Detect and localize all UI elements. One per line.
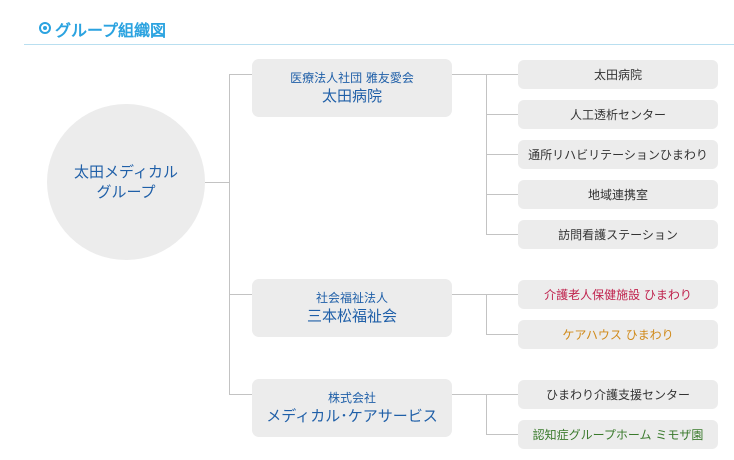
org-node-sanbonmatsu[interactable]: 社会福祉法人 三本松福祉会 (252, 279, 452, 337)
connector-org2-h (229, 294, 252, 295)
connector-org3-out (452, 394, 486, 395)
connector-f8 (486, 394, 518, 395)
group-root-node: 太田メディカル グループ (47, 104, 205, 260)
facility-item[interactable]: ケアハウス ひまわり (518, 320, 718, 349)
facility-item[interactable]: 訪問看護ステーション (518, 220, 718, 249)
connector-f3 (486, 154, 518, 155)
page-title: グループ組織図 (55, 21, 167, 40)
facility-item[interactable]: ひまわり介護支援センター (518, 380, 718, 409)
connector-f4 (486, 194, 518, 195)
org-type-label: 株式会社 (327, 390, 376, 405)
org-name: 太田病院 (321, 86, 382, 105)
org-node-ota-hospital[interactable]: 医療法人社団 雅友愛会 太田病院 (252, 59, 452, 117)
section-heading: グループ組織図 (24, 12, 734, 45)
facility-item[interactable]: 人工透析センター (518, 100, 718, 129)
group-name-line1: 太田メディカル (74, 163, 178, 181)
org-node-medical-care-service[interactable]: 株式会社 メディカル･ケアサービス (252, 379, 452, 437)
connector-f9 (486, 434, 518, 435)
org-name: メディカル･ケアサービス (266, 406, 438, 425)
connector-branch2-v (486, 294, 487, 334)
connector-org1-out (452, 74, 486, 75)
connector-f6 (486, 294, 518, 295)
connector-trunk-v (229, 74, 230, 394)
group-name-line2: グループ (96, 183, 156, 201)
bullet-circle-icon (39, 22, 51, 34)
connector-f2 (486, 114, 518, 115)
facility-item[interactable]: 太田病院 (518, 60, 718, 89)
connector-org1-h (229, 74, 252, 75)
connector-f7 (486, 334, 518, 335)
facility-item[interactable]: 通所リハビリテーションひまわり (518, 140, 718, 169)
org-type-label: 社会福祉法人 (315, 290, 388, 305)
connector-f1 (486, 74, 518, 75)
org-type-label: 医療法人社団 雅友愛会 (290, 70, 414, 85)
connector-f5 (486, 234, 518, 235)
facility-item[interactable]: 介護老人保健施設 ひまわり (518, 280, 718, 309)
connector-root-h (205, 182, 229, 183)
connector-org3-h (229, 394, 252, 395)
connector-branch3-v (486, 394, 487, 434)
facility-item[interactable]: 認知症グループホーム ミモザ園 (518, 420, 718, 449)
org-name: 三本松福祉会 (306, 306, 397, 325)
connector-org2-out (452, 294, 486, 295)
facility-item[interactable]: 地域連携室 (518, 180, 718, 209)
